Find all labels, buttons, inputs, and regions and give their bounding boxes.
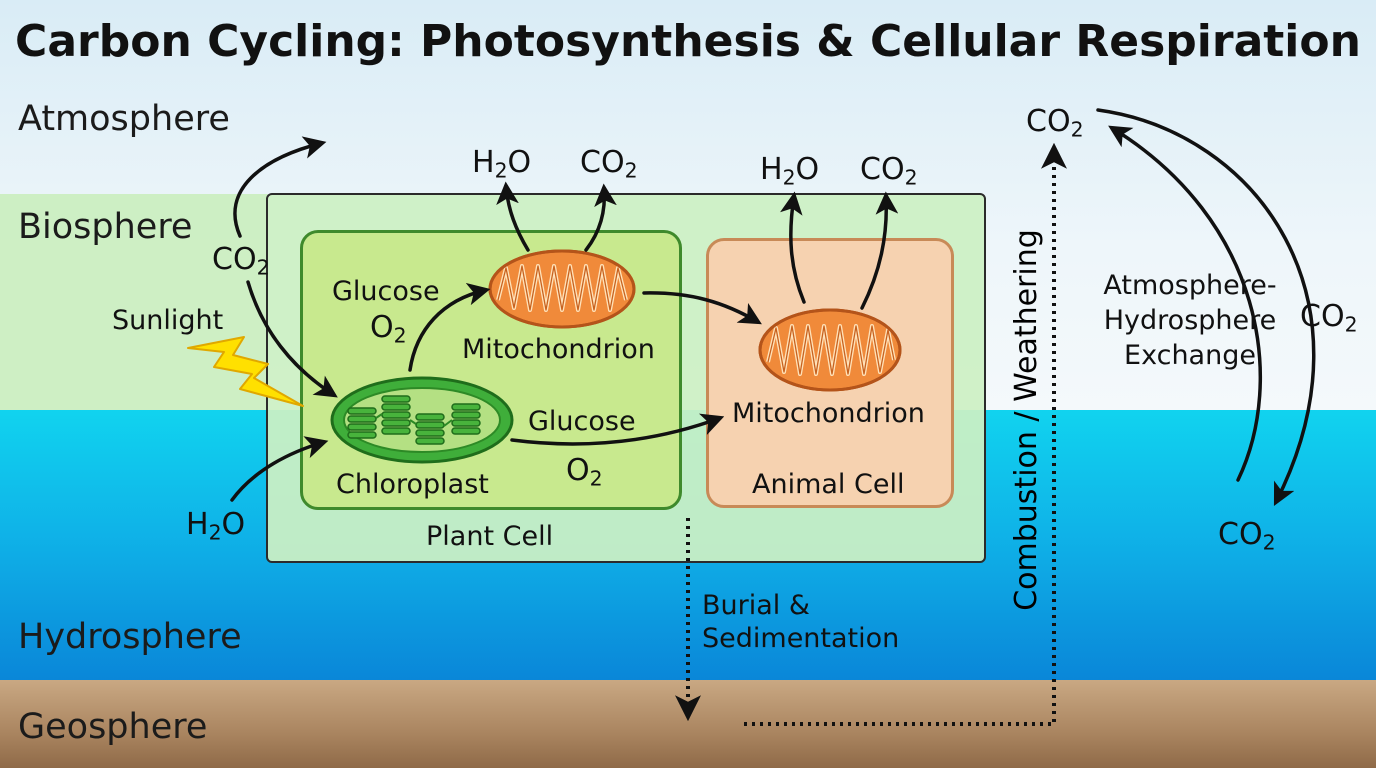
biosphere-label: Biosphere: [18, 207, 193, 247]
exchange-co2-label: CO2: [1300, 299, 1358, 337]
arrow-exchange-outer: [1096, 108, 1316, 507]
arrow-h2o-to-chloroplast: [230, 436, 329, 502]
arrow-animal-co2-out: [860, 191, 899, 310]
arrow-animal-h2o-out: [780, 191, 806, 304]
plant-h2o-output-label: H2O: [472, 145, 532, 183]
animal-h2o-output-label: H2O: [760, 152, 820, 190]
atmosphere-label: Atmosphere: [18, 99, 230, 139]
exchange-label-line2: Hydrosphere: [1103, 305, 1277, 336]
plant-mitochondrion-label: Mitochondrion: [462, 334, 655, 365]
animal-cell-box: [706, 238, 954, 508]
page-title: Carbon Cycling: Photosynthesis & Cellula…: [15, 16, 1361, 67]
sedimentation-label: Sedimentation: [702, 623, 900, 654]
arrow-chloroplast-glucose-to-animal: [510, 413, 725, 446]
chloroplast-label: Chloroplast: [336, 469, 489, 500]
plant-glucose-label: Glucose: [332, 276, 440, 307]
animal-cell-label: Animal Cell: [752, 469, 905, 500]
co2-intake-label: CO2: [212, 242, 270, 280]
sunlight-bolt-icon: [187, 336, 304, 407]
h2o-intake-label: H2O: [186, 507, 246, 545]
plant-cell-label: Plant Cell: [426, 521, 554, 552]
atmosphere-co2-label: CO2: [1026, 104, 1084, 142]
biosphere-band: [0, 194, 268, 410]
chloroplast-icon: [330, 376, 514, 464]
transfer-glucose-label: Glucose: [528, 406, 636, 437]
arrow-mito-to-animal-mito: [642, 291, 762, 325]
transfer-o2-label: O2: [566, 453, 603, 491]
animal-co2-output-label: CO2: [860, 152, 918, 190]
arrow-mito-co2-out: [584, 183, 617, 252]
geosphere-label: Geosphere: [18, 707, 208, 747]
sunlight-label: Sunlight: [112, 305, 224, 336]
combustion-weathering-label: Combustion / Weathering: [1009, 229, 1044, 611]
animal-mitochondrion-label: Mitochondrion: [732, 398, 925, 429]
plant-o2-label: O2: [370, 310, 407, 348]
ocean-co2-label: CO2: [1218, 517, 1276, 555]
burial-label: Burial &: [702, 590, 810, 621]
hydrosphere-label: Hydrosphere: [18, 617, 242, 657]
arrow-mito-h2o-out: [496, 181, 530, 252]
arrow-chloroplast-to-mitochondrion: [408, 282, 491, 372]
arrow-exchange-inner: [1108, 125, 1262, 482]
plant-co2-output-label: CO2: [580, 145, 638, 183]
arrow-co2-release-atmosphere: [233, 136, 327, 238]
arrow-co2-to-chloroplast: [246, 280, 338, 398]
exchange-label-line1: Atmosphere-: [1103, 270, 1277, 301]
plant-mitochondrion-icon: [488, 249, 636, 329]
exchange-label-line3: Exchange: [1124, 340, 1256, 371]
animal-mitochondrion-icon: [758, 308, 902, 392]
